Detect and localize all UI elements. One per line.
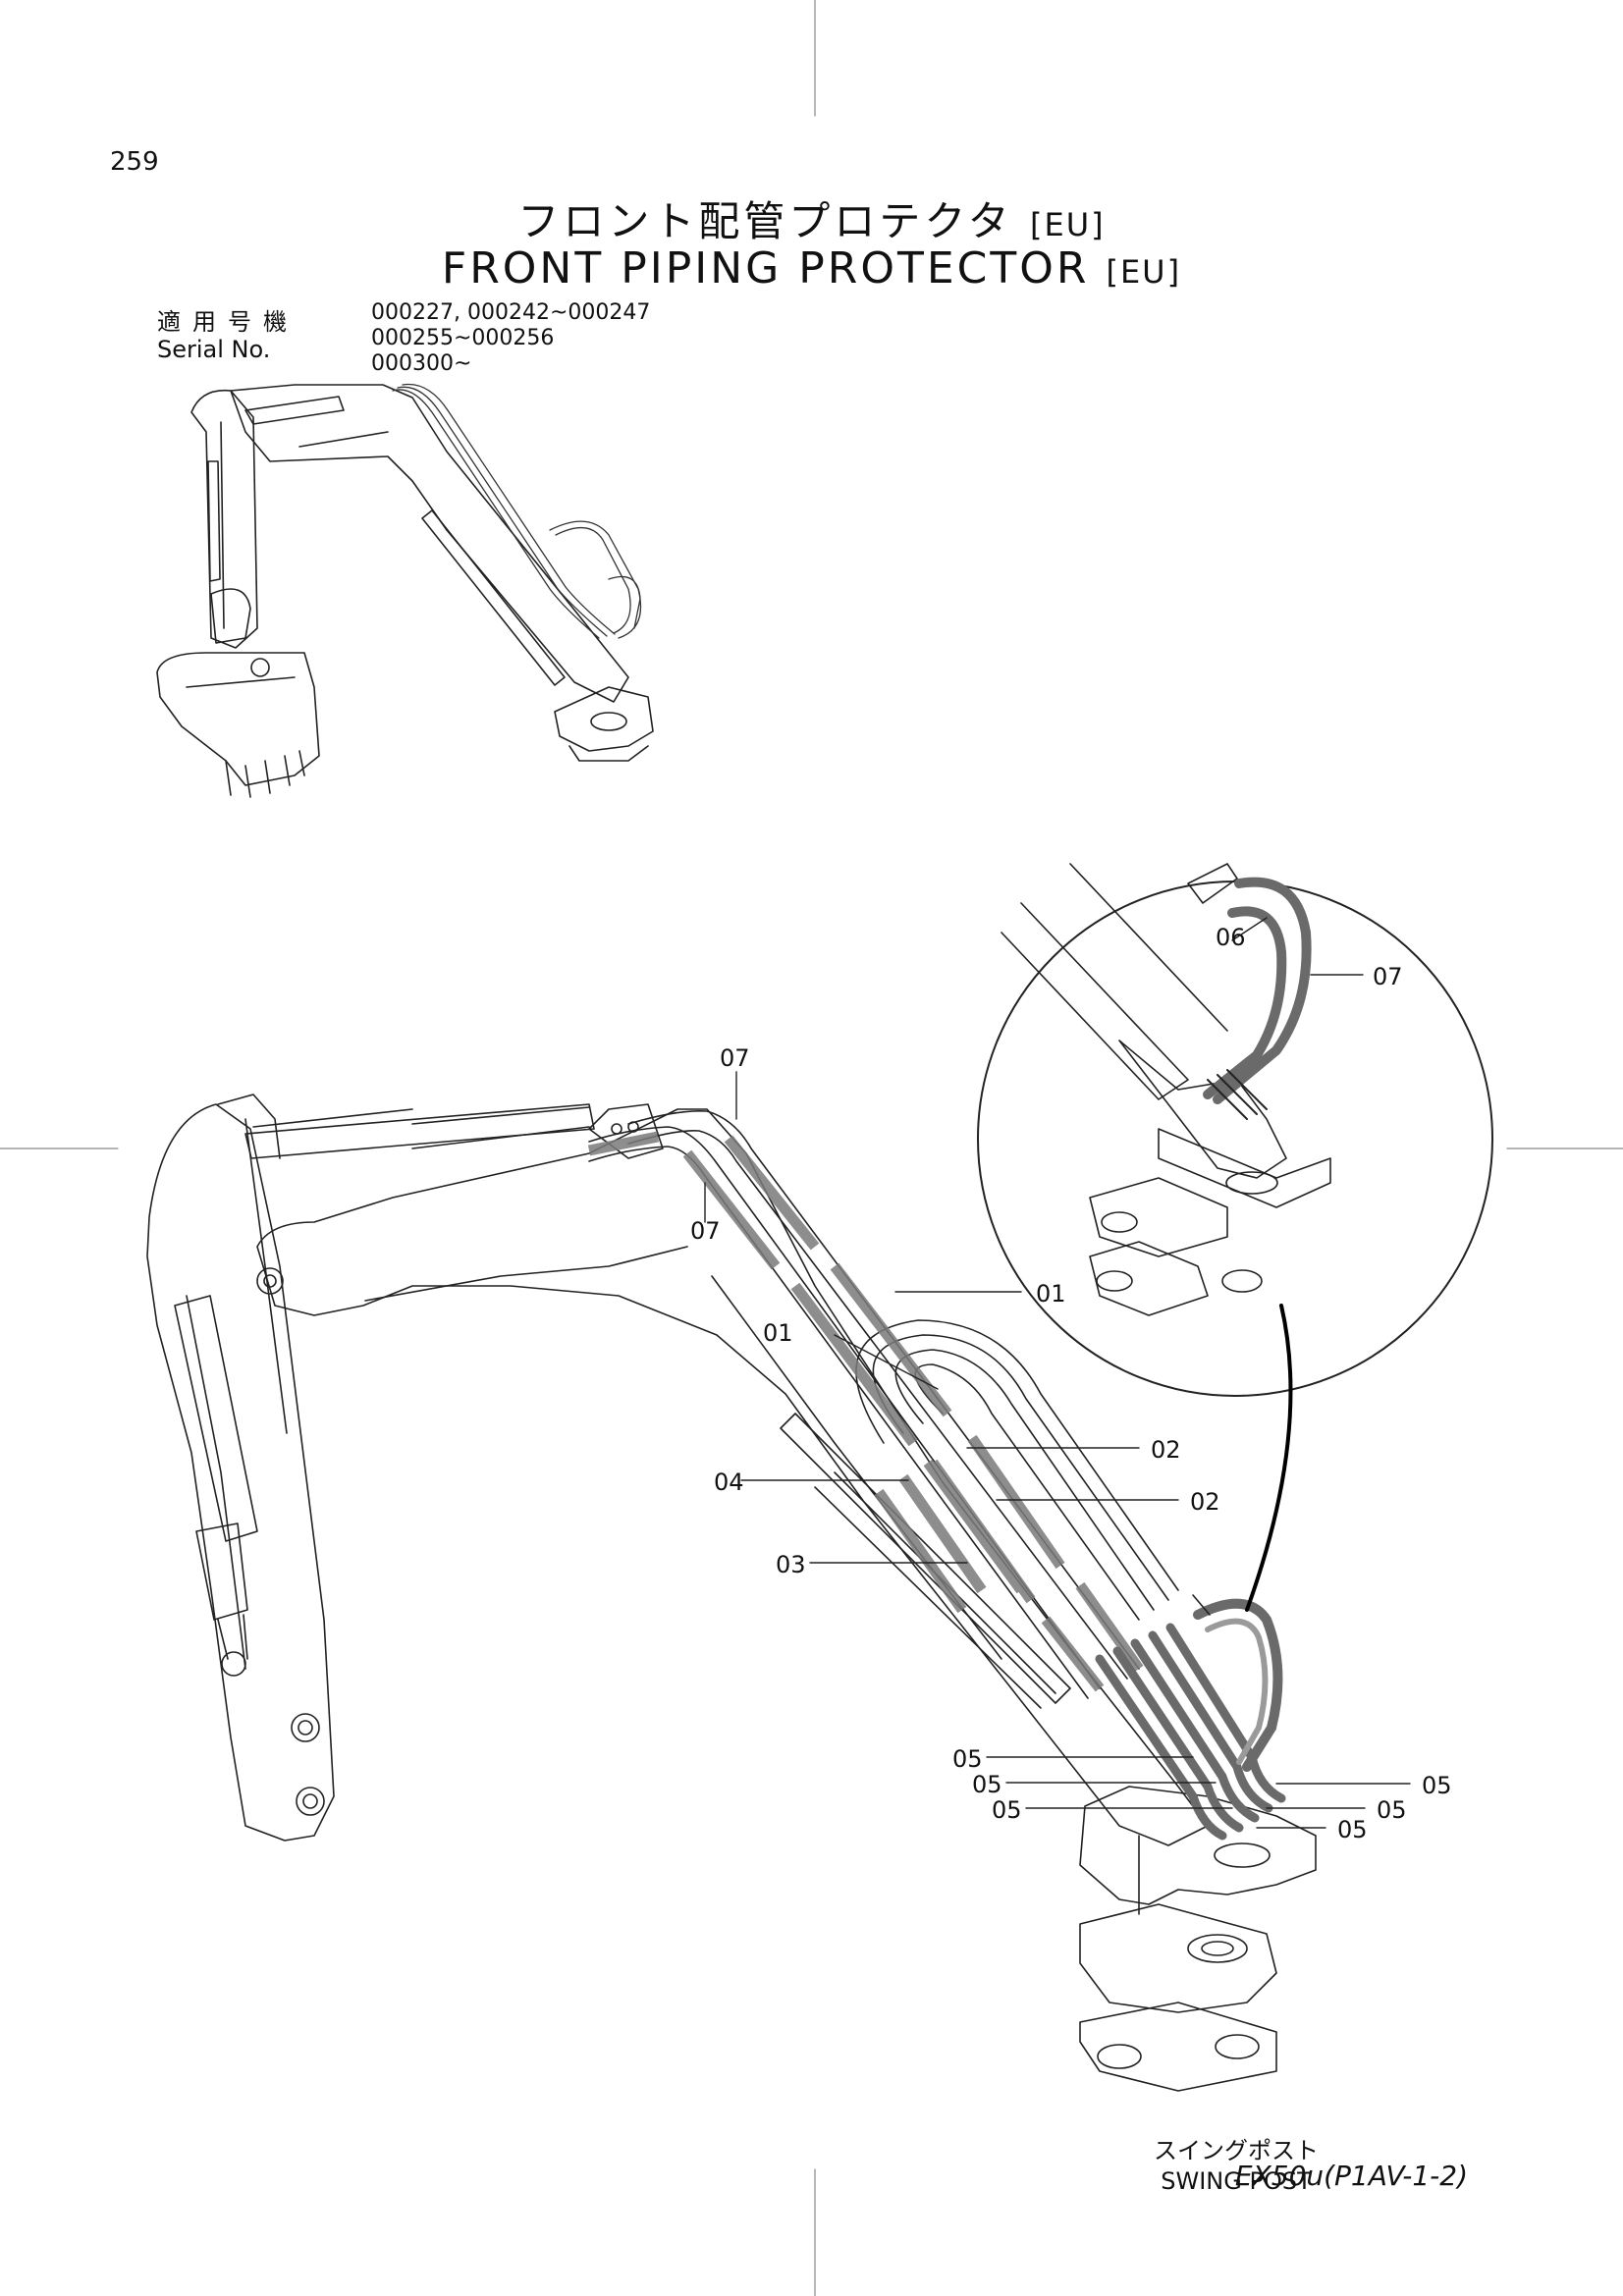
callout-03: 03 bbox=[776, 1551, 806, 1578]
serial-range: 000255~000256 bbox=[371, 326, 555, 350]
callout-05: 05 bbox=[1377, 1796, 1407, 1824]
swing-post-label: スイングポスト SWING POST bbox=[1154, 2136, 1319, 2197]
overview-excavator-front bbox=[156, 383, 654, 798]
callout-05: 05 bbox=[992, 1796, 1022, 1824]
callout-07: 07 bbox=[690, 1217, 721, 1245]
callout-05: 05 bbox=[972, 1771, 1002, 1798]
serial-range: 000300~ bbox=[371, 351, 472, 376]
callout-06: 06 bbox=[1216, 924, 1246, 951]
model-code: EX50u(P1AV-1-2) bbox=[1234, 2160, 1468, 2192]
title-japanese: フロント配管プロテクタ [EU] bbox=[0, 188, 1623, 248]
callout-04: 04 bbox=[714, 1468, 744, 1496]
serial-range: 000227, 000242~000247 bbox=[371, 300, 651, 325]
detail-circle bbox=[977, 863, 1493, 1397]
title-japanese-text: フロント配管プロテクタ bbox=[517, 197, 1013, 245]
callout-05: 05 bbox=[952, 1745, 983, 1773]
callout-labels: 01 01 02 02 03 04 05 05 05 05 05 05 06 0… bbox=[690, 924, 1452, 1843]
callout-01: 01 bbox=[763, 1319, 793, 1347]
title-english-text: FRONT PIPING PROTECTOR bbox=[441, 243, 1090, 294]
region-tag-jp: [EU] bbox=[1030, 206, 1106, 243]
callout-07: 07 bbox=[1373, 963, 1403, 990]
detail-pointer bbox=[1245, 1304, 1293, 1612]
callout-01: 01 bbox=[1036, 1280, 1066, 1308]
swing-post-en: SWING POST bbox=[1161, 2167, 1312, 2195]
serial-ranges: 000227, 000242~000247 000255~000256 0003… bbox=[371, 300, 650, 377]
page-number: 259 bbox=[110, 147, 159, 177]
leader-lines bbox=[704, 917, 1411, 1829]
swing-post-jp: スイングポスト bbox=[1154, 2137, 1319, 2164]
callout-05: 05 bbox=[1337, 1816, 1368, 1843]
callout-05: 05 bbox=[1422, 1772, 1452, 1799]
callout-02: 02 bbox=[1190, 1488, 1220, 1516]
region-tag-en: [EU] bbox=[1106, 253, 1182, 291]
title-english: FRONT PIPING PROTECTOR [EU] bbox=[0, 243, 1623, 294]
callout-07: 07 bbox=[720, 1044, 750, 1072]
main-excavator-front bbox=[146, 1094, 1317, 2092]
serial-label-jp: 適用号機 bbox=[157, 308, 298, 336]
callout-02: 02 bbox=[1151, 1436, 1181, 1464]
serial-label: 適用号機 Serial No. bbox=[157, 308, 298, 363]
serial-label-en: Serial No. bbox=[157, 336, 271, 363]
pipe-bundle bbox=[587, 1109, 1286, 1841]
